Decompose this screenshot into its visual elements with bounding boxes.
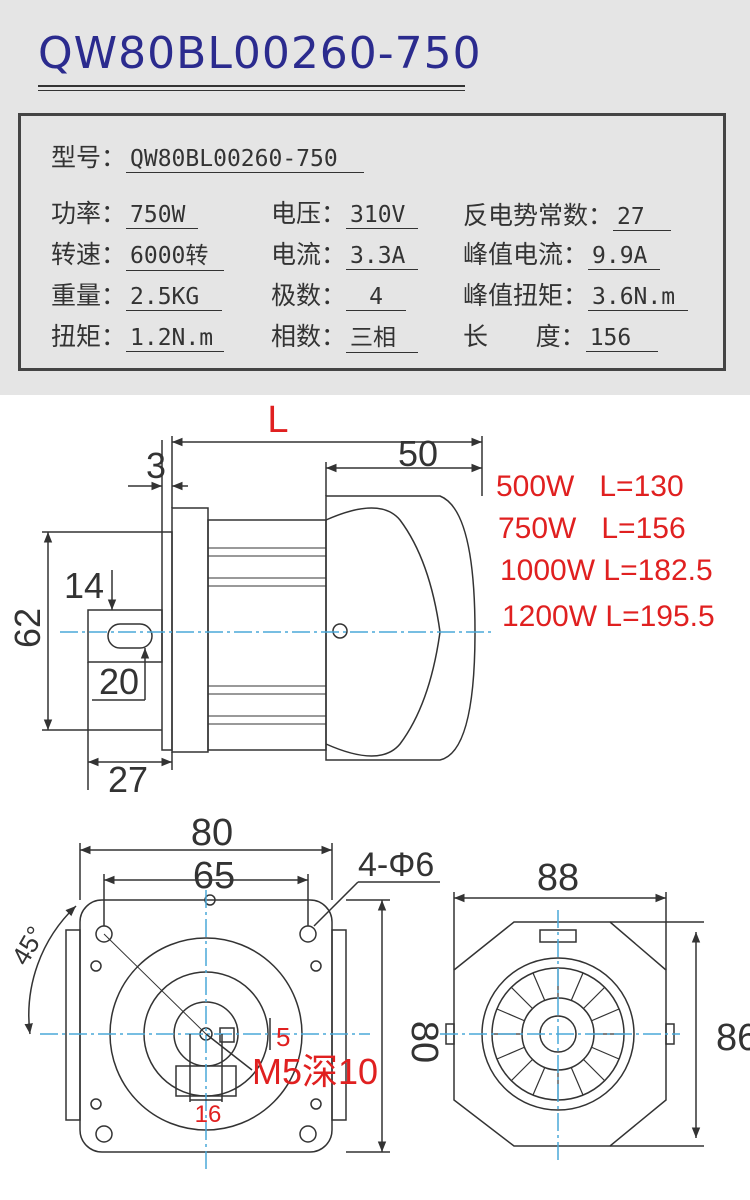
- length-note-500w: 500W L=130: [496, 470, 684, 503]
- shaft-keyway: [107, 623, 153, 649]
- spec-voltage: 电压：310V: [271, 194, 419, 230]
- dim-80-side-label: 80: [403, 1021, 445, 1063]
- length-note-1000w: 1000W L=182.5: [500, 554, 713, 587]
- spec-phases: 相数：三相: [271, 317, 419, 353]
- dim-27-label: 27: [108, 759, 148, 800]
- spec-torque: 扭矩：1.2N.m: [51, 317, 225, 353]
- product-title: QW80BL00260-750: [38, 28, 482, 79]
- shaft: [87, 609, 163, 663]
- dim-86-label: 86: [716, 1017, 750, 1059]
- spec-header: QW80BL00260-750 型号：QW80BL00260-750 功率：75…: [0, 0, 750, 395]
- spec-length: 长 度：156: [463, 317, 658, 353]
- rear-cover: [325, 495, 476, 761]
- dim-80-top-label: 80: [191, 812, 233, 854]
- spec-table: 型号：QW80BL00260-750 功率：750W 转速：6000转 重量：2…: [18, 113, 726, 371]
- length-note-750w: 750W L=156: [498, 512, 686, 545]
- dim-14-label: 14: [64, 565, 104, 606]
- spec-current: 电流：3.3A: [271, 235, 419, 271]
- mounting-hole: [299, 925, 317, 943]
- rear-housing: [453, 921, 667, 1147]
- spec-poles: 极数：4: [271, 276, 407, 312]
- length-note-1200w: 1200W L=195.5: [502, 600, 715, 633]
- thread-label: M5深10: [252, 1051, 378, 1092]
- spec-back-emf: 反电势常数：27: [463, 196, 672, 232]
- holes-label: 4-Φ6: [358, 846, 434, 884]
- spec-power: 功率：750W: [51, 194, 199, 230]
- side-view: [42, 436, 495, 790]
- dim-5-label: 5: [276, 1022, 290, 1052]
- grille-spokes: [492, 968, 624, 1100]
- technical-drawing: L 50 3 14 62 20 27 500W L=130 750W L=156…: [5, 399, 750, 1170]
- dim-3-label: 3: [146, 445, 166, 486]
- cooling-fins: [208, 547, 326, 725]
- dim-L-label: L: [267, 399, 288, 441]
- holes-leader: [313, 881, 359, 927]
- dim-20-label: 20: [99, 661, 139, 702]
- dim-88-label: 88: [537, 857, 579, 899]
- dim-16-label: 16: [195, 1101, 222, 1128]
- grounding-screw: [332, 623, 348, 639]
- spec-weight: 重量：2.5KG: [51, 276, 223, 312]
- front-view: [24, 843, 440, 1170]
- mounting-hole: [95, 1125, 113, 1143]
- spec-peak-torque: 峰值扭矩：3.6N.m: [463, 276, 689, 312]
- rear-view: [440, 892, 704, 1160]
- spec-model: 型号：QW80BL00260-750: [51, 138, 365, 174]
- angle-label: 45°: [5, 921, 51, 970]
- spec-speed: 转速：6000转: [51, 235, 225, 271]
- angle-arc: [24, 905, 77, 1035]
- flange: [171, 507, 209, 753]
- pilot: [161, 531, 173, 751]
- title-underline: [38, 85, 465, 87]
- dim-65-label: 65: [193, 855, 235, 897]
- dim-62-label: 62: [7, 608, 48, 648]
- key: [219, 1027, 235, 1043]
- title-underline-thin: [38, 90, 465, 91]
- spec-peak-current: 峰值电流：9.9A: [463, 235, 661, 271]
- dim-50-label: 50: [398, 433, 438, 474]
- mounting-hole: [299, 1125, 317, 1143]
